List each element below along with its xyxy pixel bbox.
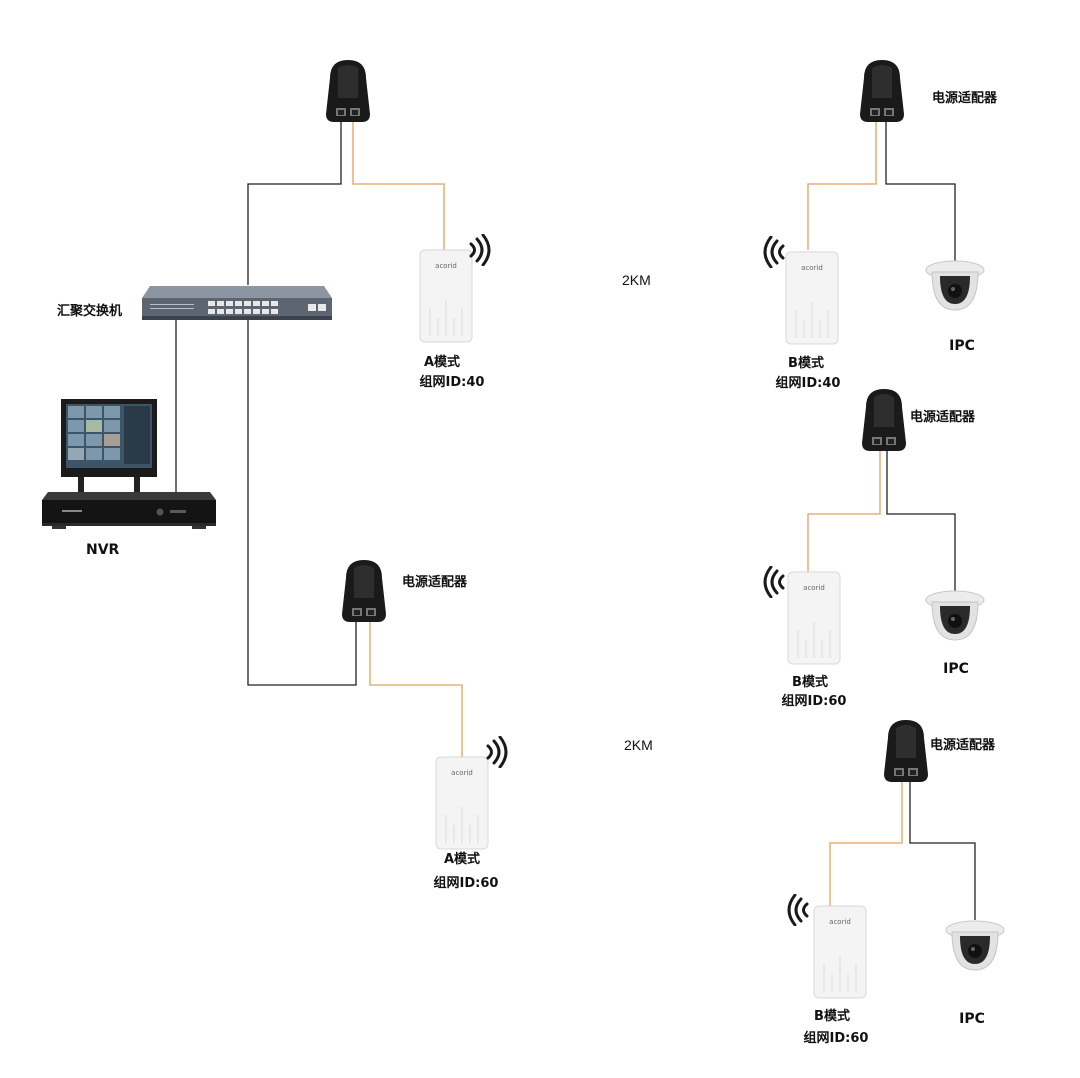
adapter-label-top-right: 电源适配器 <box>932 91 998 106</box>
wifi-signal-icon <box>763 236 785 268</box>
cable-switch-to-adapter-a40 <box>247 120 342 285</box>
wireless-bridge-icon: acorid <box>785 251 839 345</box>
cable-adapter-to-ipc-2 <box>886 450 956 592</box>
net-id-label-b60-bottom: 组网ID:60 <box>803 1031 869 1046</box>
wifi-signal-icon <box>763 566 785 598</box>
poe-cable-a40 <box>352 120 445 250</box>
poe-cable-a60 <box>369 620 463 757</box>
mode-label-b60-bottom: B模式 <box>814 1009 850 1024</box>
cable-adapter-to-ipc-1 <box>885 120 956 262</box>
svg-text:acorid: acorid <box>451 769 473 777</box>
mode-label-a60: A模式 <box>443 852 481 867</box>
wireless-bridge-icon: acorid <box>435 756 489 850</box>
poe-cable-b60-1 <box>807 450 881 572</box>
wireless-bridge-icon: acorid <box>813 905 867 999</box>
monitor-icon <box>61 399 157 493</box>
distance-label-bottom: 2KM <box>624 737 653 753</box>
dome-camera-icon <box>925 590 985 641</box>
wifi-signal-icon <box>787 894 809 926</box>
nvr-icon <box>42 492 216 529</box>
power-adapter-icon <box>884 720 928 782</box>
network-switch-icon <box>142 286 332 320</box>
dome-camera-icon <box>925 260 985 311</box>
svg-text:acorid: acorid <box>435 262 457 270</box>
power-adapter-icon <box>862 389 906 451</box>
wifi-signal-icon <box>469 234 491 266</box>
power-adapter-icon <box>342 560 386 622</box>
dome-camera-icon <box>945 920 1005 971</box>
switch-label: 汇聚交换机 <box>57 304 123 319</box>
adapter-label-middle-right: 电源适配器 <box>910 410 976 425</box>
mode-label-b40: B模式 <box>788 356 824 371</box>
nvr-label: NVR <box>86 542 120 558</box>
distance-label-top: 2KM <box>622 272 651 288</box>
ipc-label-middle: IPC <box>943 661 969 677</box>
svg-text:acorid: acorid <box>829 918 851 926</box>
cable-adapter-to-ipc-3 <box>909 780 976 920</box>
wireless-bridge-icon: acorid <box>419 249 473 343</box>
poe-cable-b60-2 <box>829 780 903 906</box>
power-adapter-icon <box>860 60 904 122</box>
cable-switch-to-adapter-a60 <box>247 320 357 686</box>
adapter-label-bottom-right: 电源适配器 <box>930 738 996 753</box>
net-id-label-b60-middle: 组网ID:60 <box>781 694 847 709</box>
ipc-label-bottom: IPC <box>959 1011 985 1027</box>
net-id-label-a40: 组网ID:40 <box>419 375 485 390</box>
wifi-signal-icon <box>486 736 508 768</box>
wireless-bridge-icon: acorid <box>787 571 841 665</box>
svg-text:acorid: acorid <box>801 264 823 272</box>
net-id-label-a60: 组网ID:60 <box>433 876 499 891</box>
mode-label-a40: A模式 <box>423 355 461 370</box>
ipc-label-top: IPC <box>949 338 975 354</box>
adapter-label-bottom-left: 电源适配器 <box>402 575 468 590</box>
mode-label-b60-middle: B模式 <box>792 675 828 690</box>
power-adapter-icon <box>326 60 370 122</box>
svg-text:acorid: acorid <box>803 584 825 592</box>
net-id-label-b40: 组网ID:40 <box>775 376 841 391</box>
poe-cable-b40 <box>807 120 877 250</box>
